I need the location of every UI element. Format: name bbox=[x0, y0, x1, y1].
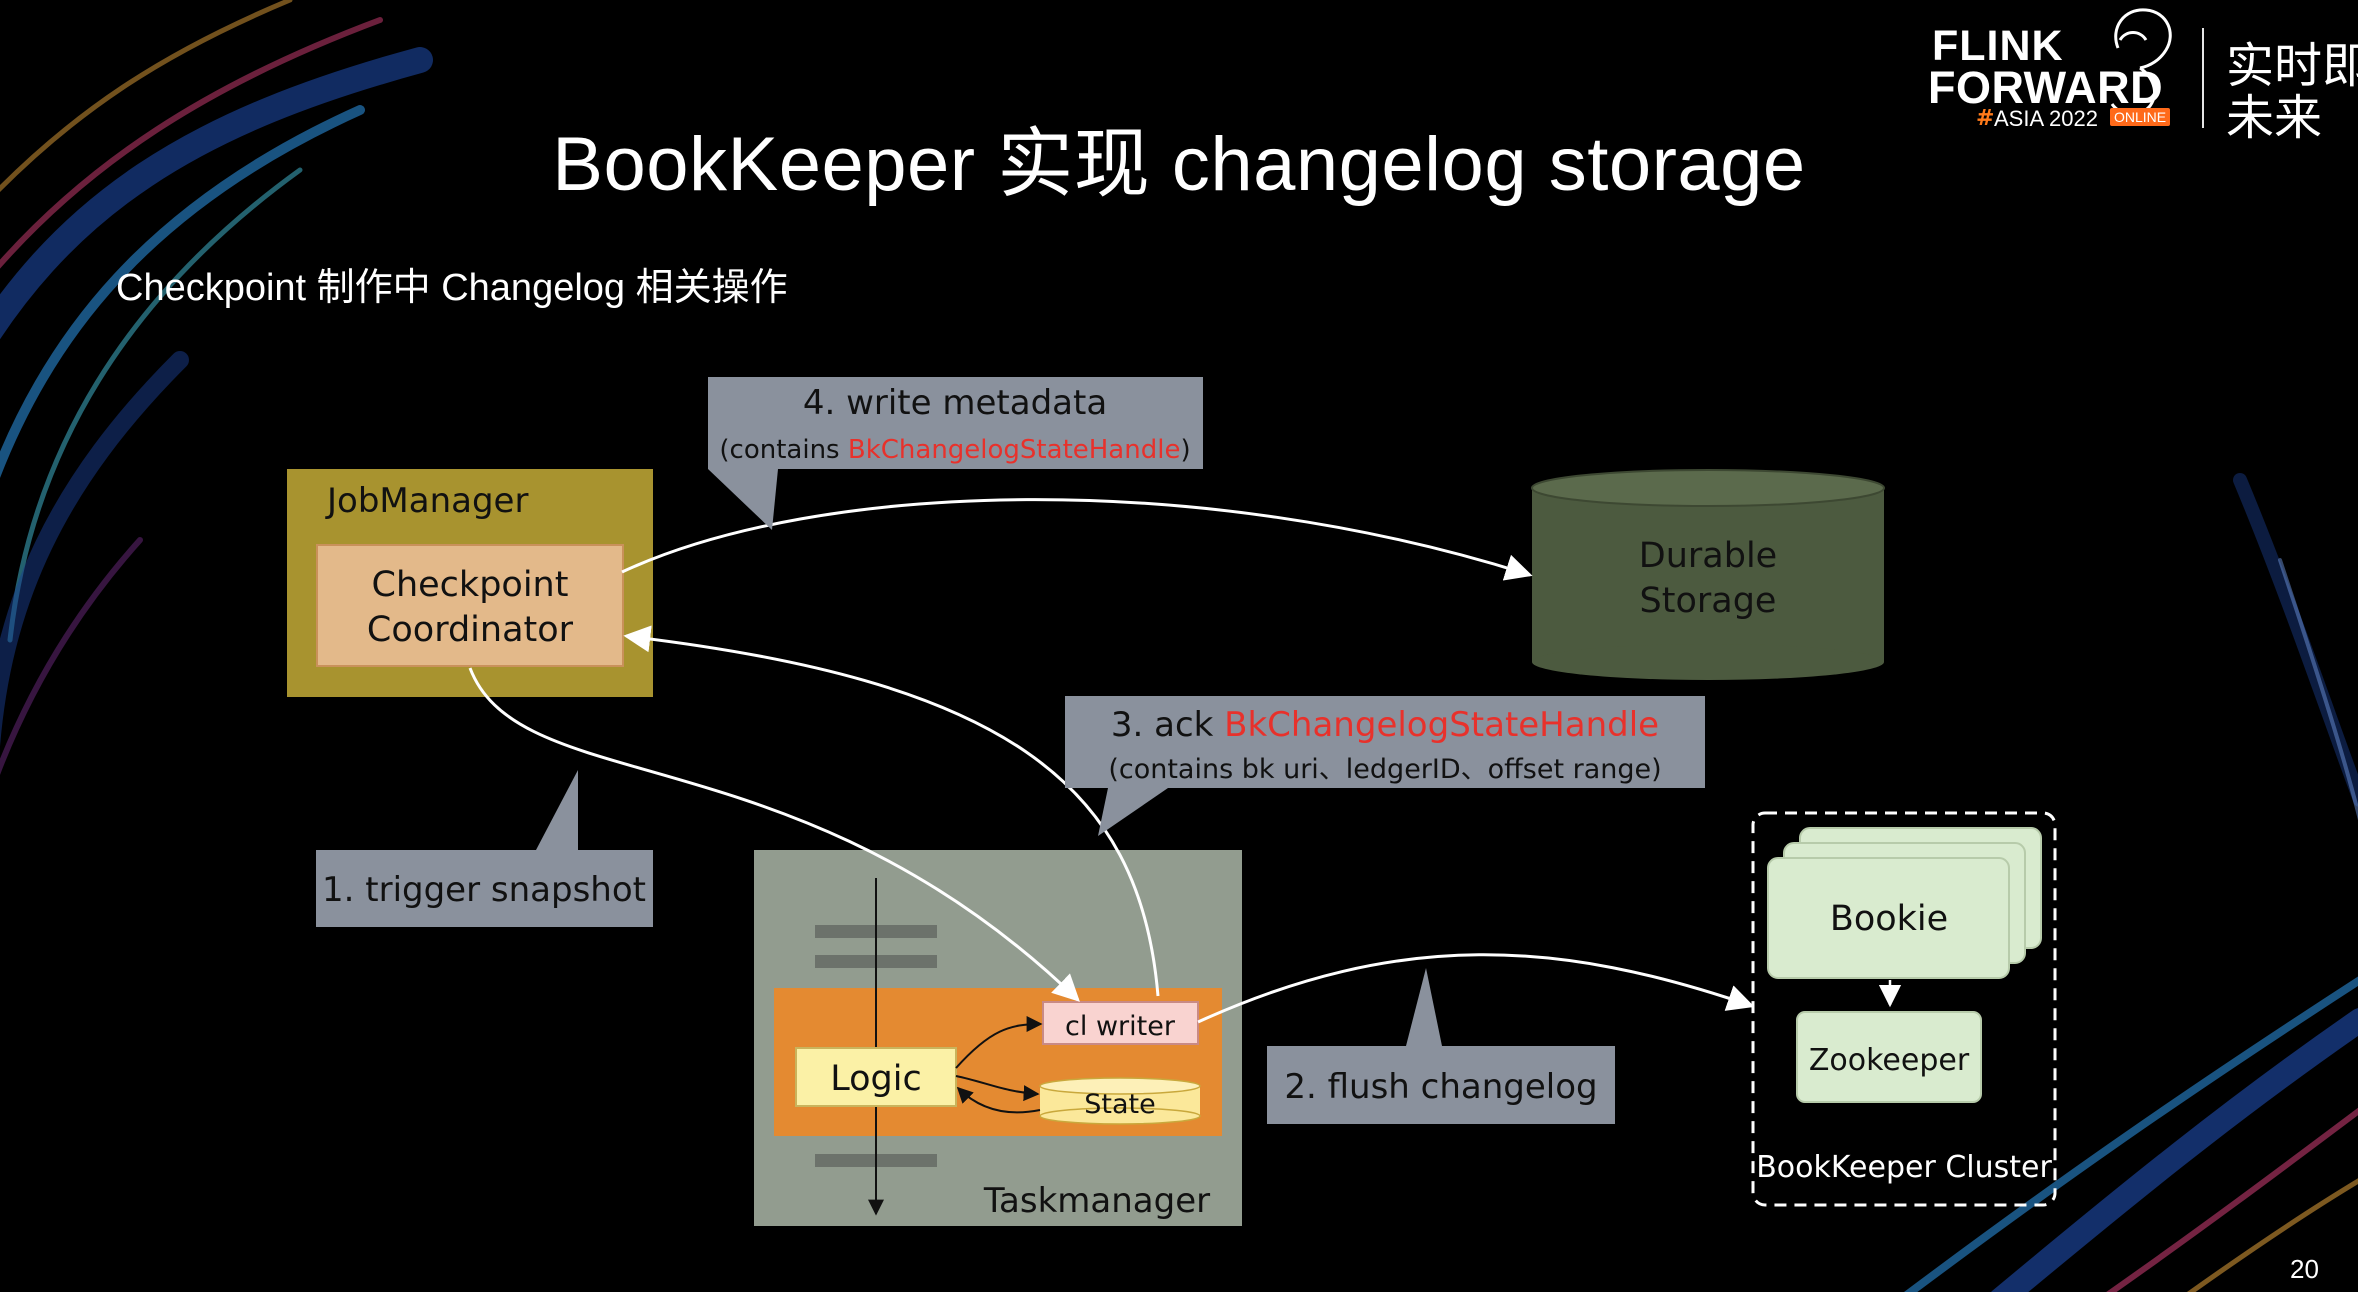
arrow-write-metadata bbox=[621, 498, 1533, 581]
logo-hash: # bbox=[1976, 106, 1995, 131]
callout-step3-prefix: 3. ack bbox=[1111, 705, 1224, 745]
flow-arrows bbox=[468, 498, 1755, 1024]
durable-storage-line1: Durable bbox=[1639, 536, 1777, 576]
bookie-label: Bookie bbox=[1830, 899, 1948, 939]
callout-step4-sub-prefix: (contains bbox=[719, 435, 847, 465]
arrow-flush-changelog bbox=[1197, 953, 1755, 1024]
jobmanager-box bbox=[287, 469, 653, 697]
jobmanager-label: JobManager bbox=[325, 481, 528, 521]
callout-step3-title: 3. ack BkChangelogStateHandle bbox=[1111, 705, 1659, 745]
callout-step4-sub-suffix: ) bbox=[1180, 435, 1190, 465]
coordinator-label-line2: Coordinator bbox=[367, 610, 574, 650]
callout-step3 bbox=[1065, 696, 1705, 836]
logo-flink-text: FLINK bbox=[1932, 22, 2064, 70]
callout-step4-highlight: BkChangelogStateHandle bbox=[848, 435, 1181, 465]
taskmanager-box bbox=[754, 850, 1242, 1226]
durable-storage-cylinder bbox=[1531, 469, 1885, 680]
callout-step2 bbox=[1267, 968, 1615, 1124]
logo-forward-text: FORWARD bbox=[1928, 62, 2164, 113]
callout-step4-sub: (contains BkChangelogStateHandle) bbox=[719, 435, 1190, 465]
state-label: State bbox=[1084, 1089, 1155, 1120]
logo-event: ASIA 2022 bbox=[1994, 106, 2098, 131]
logic-label: Logic bbox=[830, 1059, 921, 1099]
logo-online-badge: ONLINE bbox=[2110, 108, 2171, 126]
arrow-ack-handle bbox=[623, 625, 1160, 997]
taskmanager-label: Taskmanager bbox=[983, 1181, 1210, 1221]
callout-step3-highlight: BkChangelogStateHandle bbox=[1224, 705, 1659, 745]
page-number: 20 bbox=[2290, 1254, 2319, 1284]
bookkeeper-cluster-label: BookKeeper Cluster bbox=[1756, 1150, 2052, 1185]
slide-title: BookKeeper 实现 changelog storage bbox=[552, 122, 1806, 207]
cl-writer-label: cl writer bbox=[1065, 1011, 1176, 1042]
slide-subtitle: Checkpoint 制作中 Changelog 相关操作 bbox=[116, 267, 788, 309]
coordinator-label-line1: Checkpoint bbox=[372, 565, 569, 605]
logo-slogan-line2: 未来 bbox=[2226, 90, 2323, 146]
durable-storage-line2: Storage bbox=[1640, 581, 1777, 621]
logo-slogan-line1: 实时即 bbox=[2226, 38, 2358, 94]
callout-step1 bbox=[316, 770, 653, 927]
callout-step4 bbox=[708, 377, 1203, 530]
arrow-trigger-snapshot bbox=[468, 667, 1080, 1002]
callout-step1-label: 1. trigger snapshot bbox=[322, 870, 646, 910]
callout-step2-label: 2. flush changelog bbox=[1284, 1067, 1597, 1107]
callout-step4-title: 4. write metadata bbox=[803, 383, 1107, 423]
zookeeper-label: Zookeeper bbox=[1809, 1043, 1970, 1078]
bookkeeper-cluster bbox=[1751, 811, 2057, 1207]
callout-step3-sub: (contains bk uri、ledgerID、offset range) bbox=[1108, 754, 1661, 785]
logo-divider bbox=[2202, 28, 2204, 128]
